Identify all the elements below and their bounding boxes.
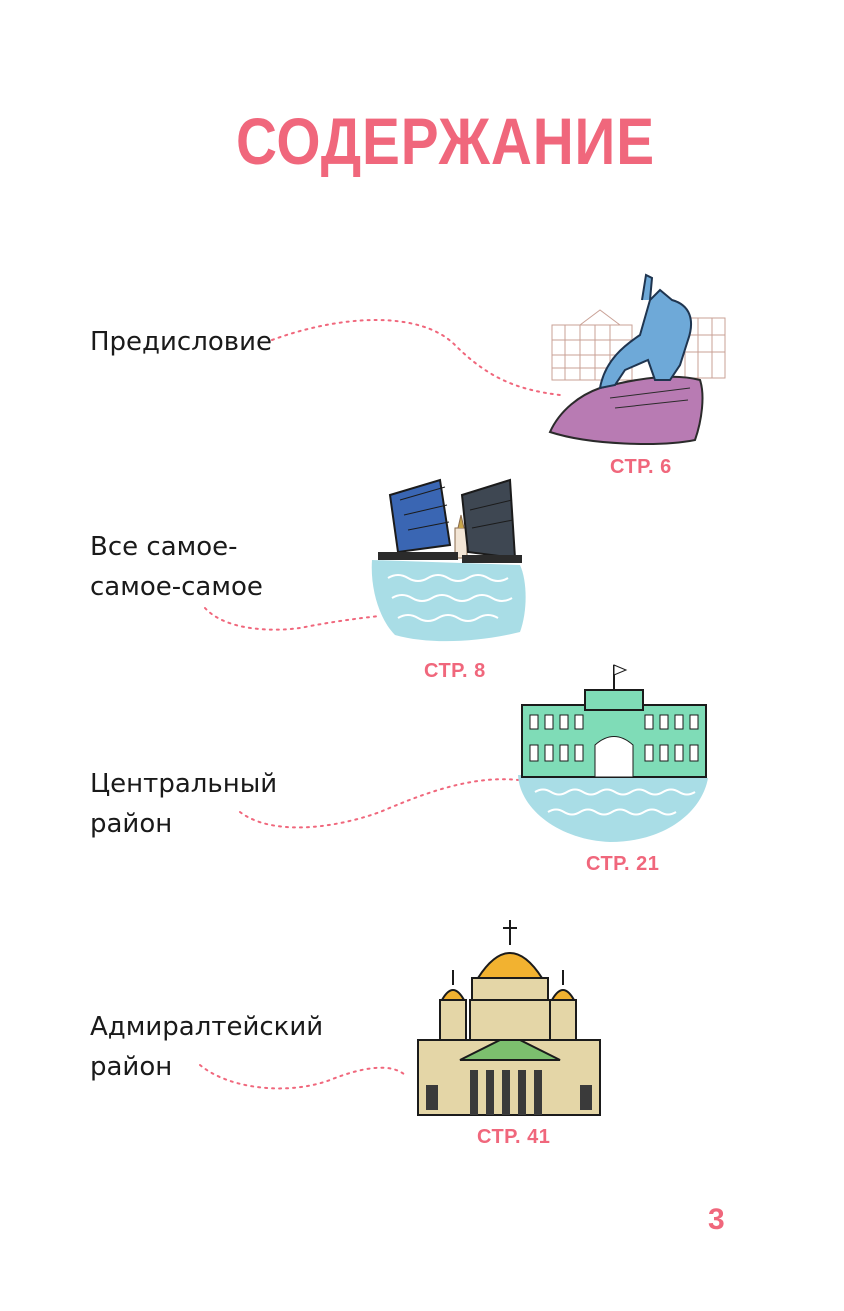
toc-entry-label: Предисловие: [90, 327, 272, 357]
toc-entry-label-line-1: Адмиралтейский: [90, 1012, 324, 1042]
bronze-horseman-illustration: [548, 273, 726, 445]
page-ref-central-district[interactable]: СТР. 21: [586, 853, 660, 875]
winter-palace-illustration: [518, 664, 708, 842]
page-ref-best-of[interactable]: СТР. 8: [424, 660, 486, 682]
toc-entry-label-line-2: самое-самое: [90, 572, 263, 602]
connector-line-4: [199, 1064, 406, 1090]
toc-entry-admiralty-district[interactable]: Адмиралтейский район: [90, 1007, 323, 1087]
connector-line-2: [204, 607, 381, 631]
connector-line-1: [271, 319, 561, 396]
toc-entry-label-line-2: район: [90, 809, 173, 839]
connector-line-3: [239, 778, 519, 829]
toc-entry-label-line-2: район: [90, 1052, 173, 1082]
toc-entry-label-line-1: Все самое-: [90, 532, 238, 562]
page-ref-admiralty-district[interactable]: СТР. 41: [477, 1126, 551, 1148]
page-number: 3: [708, 1203, 725, 1236]
drawbridge-illustration: [371, 478, 526, 642]
page-ref-preface[interactable]: СТР. 6: [610, 456, 672, 478]
toc-entry-best-of[interactable]: Все самое- самое-самое: [90, 527, 263, 607]
toc-entry-label-line-1: Центральный: [90, 769, 278, 799]
st-isaacs-cathedral-illustration: [417, 920, 601, 1116]
toc-entry-central-district[interactable]: Центральный район: [90, 764, 277, 844]
toc-entry-preface[interactable]: Предисловие: [90, 322, 272, 362]
